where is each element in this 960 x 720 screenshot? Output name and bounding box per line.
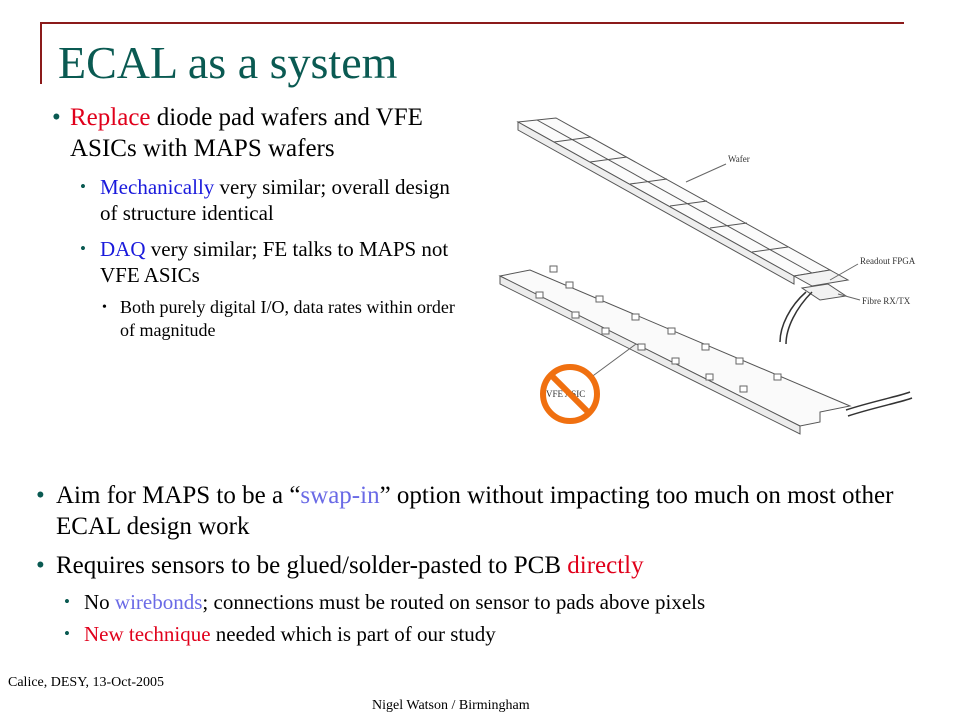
bullet-requires-pre: Requires sensors to be glued/solder-past… (56, 552, 568, 579)
wafer-slab (516, 117, 832, 285)
bullet-mechanically: • Mechanically very similar; overall des… (48, 174, 468, 226)
pcb-cable (845, 391, 913, 417)
bullet-dot: • (36, 552, 45, 579)
no-asic-sign: VFE ASIC (540, 364, 600, 424)
bullet-dot: • (36, 482, 45, 509)
bullet-dot: • (52, 104, 61, 131)
bullet-dot: • (80, 239, 86, 258)
bullet-wirebonds-post: ; connections must be routed on sensor t… (202, 590, 706, 614)
bullet-daq-text: very similar; FE talks to MAPS not VFE A… (100, 237, 449, 287)
bullet-replace: • Replace diode pad wafers and VFE ASICs… (48, 102, 468, 164)
bullet-daq: • DAQ very similar; FE talks to MAPS not… (48, 236, 468, 288)
bullet-replace-highlight: Replace (70, 104, 151, 131)
bullet-dot: • (64, 592, 70, 611)
callout-lines (589, 163, 861, 379)
bullet-swap-in: • Aim for MAPS to be a “swap-in” option … (32, 480, 932, 542)
maps-ecal-diagram: Wafer Readout FPGA Fibre RX/TX VFE ASIC (498, 117, 916, 435)
bullet-swap-in-pre: Aim for MAPS to be a “ (56, 482, 301, 509)
bullet-digital-io-text: Both purely digital I/O, data rates with… (120, 297, 455, 340)
bullet-requires-highlight: directly (567, 552, 644, 579)
bullet-digital-io: • Both purely digital I/O, data rates wi… (48, 296, 468, 342)
bullet-mechanically-text: very similar; overall design of structur… (100, 175, 450, 225)
bullet-mechanically-highlight: Mechanically (100, 175, 215, 199)
bullet-daq-highlight: DAQ (100, 237, 146, 261)
bullet-replace-text: diode pad wafers and VFE ASICs with MAPS… (70, 104, 423, 162)
lower-bullets: • Aim for MAPS to be a “swap-in” option … (32, 480, 932, 651)
footer-author: Nigel Watson / Birmingham (372, 698, 530, 713)
frame-left-line (40, 22, 42, 84)
fibre-label: Fibre RX/TX (862, 296, 911, 306)
asic-label: VFE ASIC (546, 389, 585, 399)
upper-bullets: • Replace diode pad wafers and VFE ASICs… (48, 102, 468, 342)
frame-top-line (40, 22, 904, 24)
pcb-chips (535, 265, 782, 393)
bullet-requires: • Requires sensors to be glued/solder-pa… (32, 550, 932, 581)
readout-fpga-label: Readout FPGA (860, 256, 916, 266)
bullet-new-technique-post: needed which is part of our study (210, 622, 496, 646)
footer-event: Calice, DESY, 13-Oct-2005 (8, 675, 165, 690)
bullet-wirebonds-highlight: wirebonds (114, 590, 203, 614)
bullet-wirebonds: • No wirebonds; connections must be rout… (32, 589, 932, 615)
bullet-dot: • (64, 624, 70, 643)
bullet-wirebonds-pre: No (84, 590, 115, 614)
readout-fpga-block (792, 269, 850, 301)
bullet-swap-in-highlight: swap-in (300, 482, 380, 509)
bullet-new-technique-highlight: New technique (84, 622, 211, 646)
bullet-dot: • (102, 300, 107, 315)
pcb-board (498, 269, 852, 435)
wafer-label: Wafer (728, 154, 750, 164)
fibre-cable (779, 291, 813, 345)
bullet-new-technique: • New technique needed which is part of … (32, 621, 932, 647)
bullet-dot: • (80, 177, 86, 196)
bullet-swap-in-post: ” option without impacting too much on m… (56, 482, 894, 540)
slide-title: ECAL as a system (58, 37, 398, 88)
